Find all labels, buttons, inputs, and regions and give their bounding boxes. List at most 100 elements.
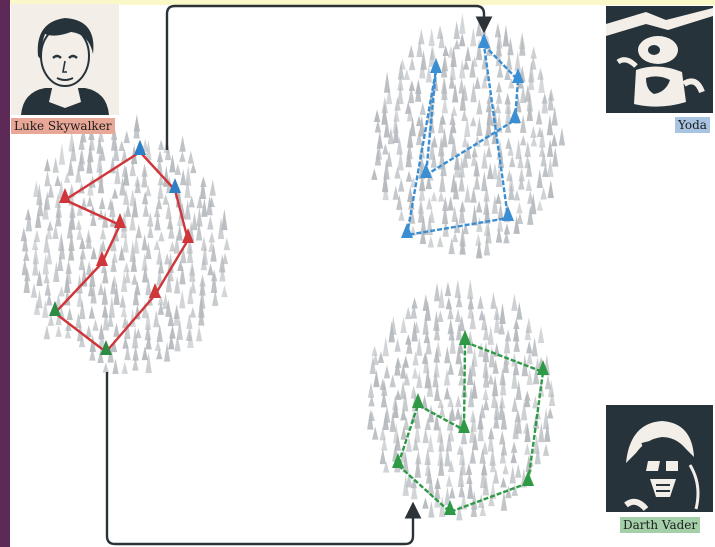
neuron-spike bbox=[200, 178, 206, 199]
neuron-spike bbox=[209, 232, 215, 243]
neuron-spike bbox=[510, 451, 516, 463]
neuron-spike bbox=[547, 407, 553, 418]
neuron-spike bbox=[497, 203, 503, 220]
neuron-spike bbox=[470, 116, 476, 126]
label-darth: Darth Vader bbox=[620, 517, 700, 533]
neuron-spike bbox=[87, 195, 93, 206]
neuron-spike bbox=[538, 326, 544, 343]
neuron-spike bbox=[520, 135, 526, 145]
neuron-spike bbox=[455, 309, 461, 322]
neuron-spike bbox=[470, 28, 476, 47]
neuron-spike bbox=[475, 234, 481, 246]
neuron-spike bbox=[112, 188, 118, 199]
neuron-spike bbox=[122, 361, 128, 373]
neuron-spike bbox=[398, 178, 404, 192]
neuron-spike bbox=[123, 262, 129, 272]
neuron-spike bbox=[156, 248, 162, 265]
neuron-spike bbox=[478, 342, 484, 357]
neuron-spike bbox=[531, 337, 537, 356]
arrow-luke-to-darth bbox=[107, 372, 413, 544]
neuron-spike bbox=[459, 13, 465, 34]
neuron-spike bbox=[394, 338, 400, 352]
neuron-spike bbox=[496, 90, 502, 103]
neuron-spike bbox=[163, 194, 169, 205]
neuron-spike bbox=[406, 171, 412, 182]
neuron-spike bbox=[503, 25, 509, 47]
neuron-spike bbox=[76, 219, 82, 229]
neuron-spike bbox=[124, 130, 130, 143]
neuron-spike bbox=[47, 221, 53, 231]
neuron-spike bbox=[45, 281, 51, 295]
neuron-spike bbox=[371, 168, 377, 180]
neuron-spike bbox=[207, 216, 213, 230]
neuron-spike bbox=[476, 98, 482, 114]
neuron-spike bbox=[31, 283, 37, 298]
neuron-spike bbox=[384, 365, 390, 378]
portrait-luke bbox=[11, 4, 119, 115]
neuron-spike bbox=[461, 109, 467, 121]
neuron-spike bbox=[449, 486, 455, 498]
neuron-spike bbox=[490, 292, 496, 309]
neuron-spike bbox=[420, 102, 426, 114]
neuron-spike bbox=[112, 251, 118, 263]
neuron-spike bbox=[464, 185, 470, 203]
neuron-spike bbox=[509, 155, 515, 167]
neuron-spike bbox=[58, 286, 64, 297]
neuron-spike bbox=[444, 346, 450, 363]
neuron-spike bbox=[86, 325, 92, 337]
neuron-spike bbox=[537, 169, 543, 188]
neuron-spike bbox=[380, 448, 386, 464]
neuron-spike bbox=[530, 126, 536, 138]
neuron-spike bbox=[515, 464, 521, 478]
neuron-spike bbox=[190, 307, 196, 318]
neuron-spike bbox=[175, 164, 181, 175]
neuron-spike bbox=[478, 420, 484, 441]
neuron-spike bbox=[537, 68, 543, 80]
neuron-spike bbox=[455, 395, 461, 407]
neuron-spike bbox=[131, 273, 137, 284]
neuron-spike bbox=[476, 201, 482, 213]
neuron-spike bbox=[530, 46, 536, 58]
neuron-spike bbox=[447, 196, 453, 210]
neuron-spike bbox=[455, 279, 461, 297]
neuron-spike bbox=[516, 202, 522, 213]
neuron-spike bbox=[109, 296, 115, 318]
neuron-spike bbox=[422, 497, 428, 508]
neuron-spike bbox=[540, 187, 546, 200]
arrow-luke-to-yoda bbox=[167, 6, 484, 150]
neuron-spike bbox=[482, 388, 488, 400]
neuron-spike bbox=[492, 375, 498, 396]
neuron-spike bbox=[471, 204, 477, 225]
neuron-spike bbox=[526, 341, 532, 353]
neuron-spike bbox=[444, 386, 450, 399]
neuron-spike bbox=[102, 286, 108, 305]
neuron-spike bbox=[454, 21, 460, 39]
neuron-spike bbox=[467, 279, 473, 299]
neuron-spike bbox=[100, 228, 106, 240]
neuron-spike bbox=[532, 396, 538, 409]
neuron-spike bbox=[408, 45, 414, 57]
neuron-spike bbox=[501, 490, 507, 510]
neuron-spike bbox=[445, 282, 451, 296]
neuron-spike bbox=[404, 69, 410, 80]
neuron-spike bbox=[55, 325, 61, 337]
neuron-spike bbox=[179, 151, 185, 162]
neuron-spike bbox=[169, 325, 175, 339]
neuron-spike bbox=[511, 294, 517, 311]
neuron-spike bbox=[504, 223, 510, 234]
neuron-spike bbox=[428, 236, 434, 248]
neuron-spike bbox=[393, 186, 399, 200]
neuron-spike bbox=[374, 109, 380, 122]
neuron-spike bbox=[59, 143, 65, 165]
neuron-spike bbox=[454, 39, 460, 49]
neuron-spike bbox=[180, 169, 186, 185]
neuron-spike bbox=[476, 117, 482, 136]
neuron-spike bbox=[502, 464, 508, 475]
neuron-spike bbox=[446, 297, 452, 309]
neuron-spike bbox=[136, 224, 142, 238]
neuron-spike bbox=[505, 329, 511, 341]
neuron-spike bbox=[486, 145, 492, 157]
neuron-spike bbox=[221, 285, 227, 297]
neuron-spike bbox=[26, 210, 32, 231]
